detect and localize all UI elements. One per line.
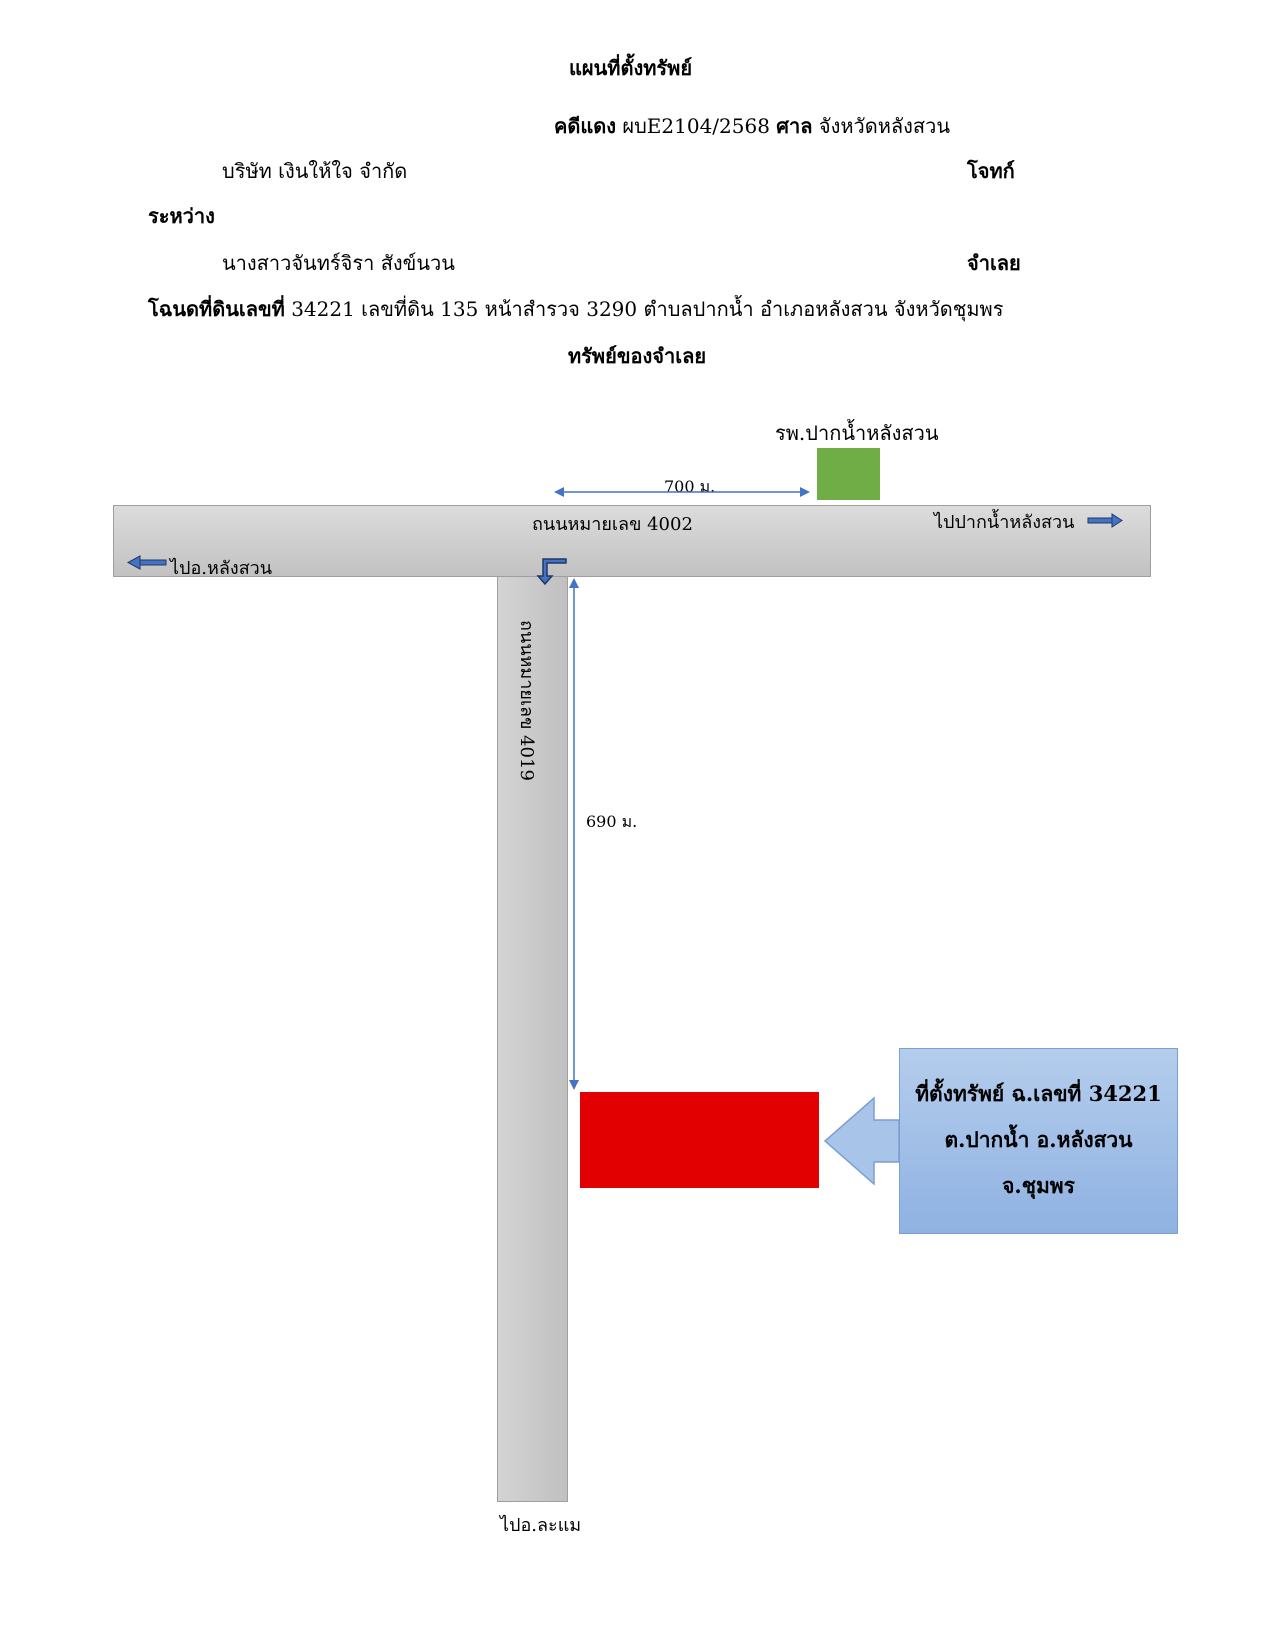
deed-details: 34221 เลขที่ดิน 135 หน้าสำรวจ 3290 ตำบลป…	[291, 297, 1004, 321]
plaintiff-name: บริษัท เงินให้ใจ จำกัด	[222, 159, 408, 183]
between-label: ระหว่าง	[148, 204, 215, 228]
distance-vertical-label: 690 ม.	[586, 812, 638, 831]
property-callout: ที่ตั้งทรัพย์ ฉ.เลขที่ 34221 ต.ปากน้ำ อ.…	[899, 1048, 1178, 1234]
section-title: ทรัพย์ของจำเลย	[568, 344, 707, 368]
defendant-role: จำเลย	[967, 251, 1021, 275]
to-lamae-label: ไปอ.ละแม	[500, 1515, 582, 1536]
road-4002	[113, 505, 1151, 577]
property-location	[580, 1092, 819, 1188]
arrow-right-icon	[1087, 513, 1123, 528]
defendant-name: นางสาวจันทร์จิรา สังข์นวน	[222, 251, 455, 275]
court-name: จังหวัดหลังสวน	[818, 114, 951, 138]
case-line: คดีแดง ผบE2104/2568 ศาล จังหวัดหลังสวน	[554, 110, 950, 142]
callout-line: จ.ชุมพร	[1002, 1173, 1075, 1198]
deed-line: โฉนดที่ดินเลขที่ 34221 เลขที่ดิน 135 หน้…	[148, 293, 1003, 325]
case-label: คดีแดง	[554, 114, 617, 138]
hospital-marker	[817, 448, 880, 500]
to-paknam-label: ไปปากน้ำหลังสวน	[934, 512, 1075, 533]
callout-pointer-icon	[823, 1096, 900, 1186]
deed-label: โฉนดที่ดินเลขที่	[148, 297, 285, 321]
hospital-label: รพ.ปากน้ำหลังสวน	[775, 421, 939, 445]
callout-line: ที่ตั้งทรัพย์ ฉ.เลขที่ 34221	[915, 1081, 1162, 1106]
plaintiff-role: โจทก์	[967, 159, 1015, 183]
to-langsuan-label: ไปอ.หลังสวน	[170, 558, 273, 579]
turn-arrow-icon	[536, 558, 567, 586]
case-number: ผบE2104/2568	[622, 114, 770, 138]
page-title: แผนที่ตั้งทรัพย์	[569, 56, 693, 80]
road-4019	[497, 577, 568, 1502]
road-4002-label: ถนนหมายเลข 4002	[532, 514, 693, 535]
court-label: ศาล	[776, 114, 813, 138]
callout-line: ต.ปากน้ำ อ.หลังสวน	[944, 1127, 1133, 1152]
arrow-left-icon	[126, 555, 167, 570]
